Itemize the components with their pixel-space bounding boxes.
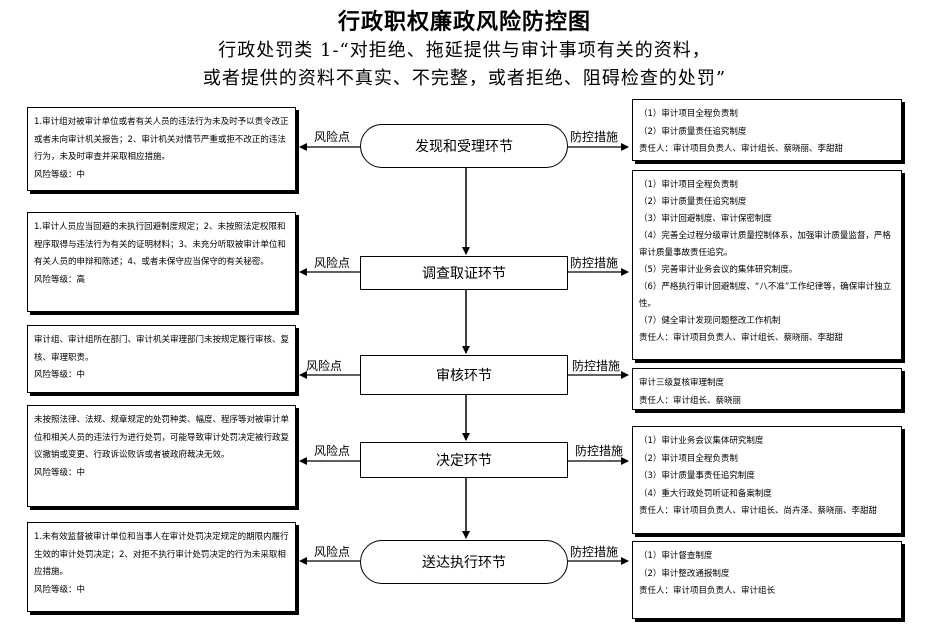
- risk-label: 风险点: [314, 444, 351, 458]
- control-item: 审计三级复核审理制度: [639, 378, 725, 388]
- control-item: （4）完善全过程分级审计质量控制体系，加强审计质量监督，严格审计质量事故责任追究…: [639, 231, 891, 258]
- risk-box-5: 1.未有效监督被审计单位和当事人在审计处罚决定规定的期限内履行生效的审计处罚决定…: [27, 522, 296, 612]
- control-item: （2）审计质量责任追究制度: [639, 126, 747, 137]
- control-label: 防控措施: [575, 444, 624, 458]
- control-item: （1）审计业务会议集体研究制度: [639, 436, 764, 446]
- risk-level: 风险等级：中: [34, 584, 86, 595]
- stage-investigation: 调查取证环节: [360, 256, 568, 290]
- risk-text: 审计组、审计组所在部门、审计机关审理部门未按规定履行审核、复核、审理职责。: [34, 335, 290, 363]
- risk-label: 风险点: [314, 256, 351, 270]
- control-item: （3）审计质量事责任追究制度: [639, 471, 755, 481]
- risk-label: 风险点: [314, 545, 351, 559]
- control-responsible: 责任人：审计项目负责人、审计组长、蔡晓丽、李甜甜: [639, 333, 844, 343]
- control-item: （6）严格执行审计回避制度、“八不准”工作纪律等，确保审计独立性。: [639, 282, 892, 309]
- control-item: （2）审计整改通报制度: [639, 568, 730, 579]
- control-box-4: （1）审计业务会议集体研究制度 （2）审计项目全程负责制 （3）审计质量事责任追…: [632, 426, 902, 534]
- risk-label: 风险点: [306, 359, 343, 373]
- control-item: （1）审计项目全程负责制: [639, 109, 738, 119]
- control-responsible: 责任人：审计项目负责人、审计组长、尚卉泽、蔡晓丽、李甜甜: [639, 506, 878, 516]
- control-box-5: （1）审计督查制度 （2）审计整改通报制度 责任人：审计项目负责人、审计组长: [632, 541, 902, 619]
- control-item: （7）健全审计发现问题整改工作机制: [639, 316, 781, 326]
- control-responsible: 责任人：审计项目负责人、审计组长、蔡晓丽、李甜甜: [639, 144, 844, 154]
- control-box-2: （1）审计项目全程负责制 （2）审计质量责任追究制度 （3）审计回避制度、审计保…: [632, 170, 902, 360]
- risk-level: 风险等级：中: [34, 467, 86, 478]
- stage-review: 审核环节: [360, 355, 568, 395]
- control-item: （1）审计项目全程负责制: [639, 180, 738, 190]
- subtitle-line-2: 或者提供的资料不真实、不完整，或者拒绝、阻碍检查的处罚”: [202, 68, 727, 89]
- risk-text: 1.审计人员应当回避的未执行回避制度规定；2、未按照法定权限和程序取得与违法行为…: [34, 222, 286, 267]
- stage-discovery-acceptance: 发现和受理环节: [360, 124, 568, 168]
- control-responsible: 责任人：审计组长、蔡晓丽: [639, 395, 742, 406]
- risk-text: 1.未有效监督被审计单位和当事人在审计处罚决定规定的期限内履行生效的审计处罚决定…: [34, 532, 289, 577]
- control-item: （3）审计回避制度、审计保密制度: [639, 214, 772, 224]
- risk-label: 风险点: [314, 130, 351, 144]
- control-item: （5）完善审计业务会议的集体研究制度。: [639, 265, 798, 275]
- risk-box-3: 审计组、审计组所在部门、审计机关审理部门未按规定履行审核、复核、审理职责。 风险…: [27, 325, 296, 393]
- stage-delivery-execution: 送达执行环节: [360, 540, 568, 584]
- control-item: （4）重大行政处罚听证和备案制度: [639, 488, 772, 499]
- risk-text: 1.审计组对被审计单位或者有关人员的违法行为未及时予以责令改正或者未向审计机关报…: [34, 117, 289, 162]
- control-item: （1）审计督查制度: [639, 551, 713, 561]
- risk-box-2: 1.审计人员应当回避的未执行回避制度规定；2、未按照法定权限和程序取得与违法行为…: [27, 212, 296, 312]
- risk-text: 未按照法律、法规、规章规定的处罚种类、幅度、程序等对被审计单位和相关人员的违法行…: [34, 415, 290, 460]
- risk-level: 风险等级：中: [34, 370, 86, 380]
- control-label: 防控措施: [572, 359, 621, 373]
- control-box-3: 审计三级复核审理制度 责任人：审计组长、蔡晓丽: [632, 368, 902, 410]
- control-label: 防控措施: [570, 545, 619, 559]
- risk-level: 风险等级：高: [34, 274, 86, 285]
- control-label: 防控措施: [570, 256, 619, 270]
- page-title: 行政职权廉政风险防控图: [337, 9, 591, 35]
- risk-box-4: 未按照法律、法规、规章规定的处罚种类、幅度、程序等对被审计单位和相关人员的违法行…: [27, 405, 296, 507]
- subtitle-line-1: 行政处罚类 1-“对拒绝、拖延提供与审计事项有关的资料，: [218, 40, 711, 61]
- control-box-1: （1）审计项目全程负责制 （2）审计质量责任追究制度 责任人：审计项目负责人、审…: [632, 99, 902, 161]
- risk-box-1: 1.审计组对被审计单位或者有关人员的违法行为未及时予以责令改正或者未向审计机关报…: [27, 107, 296, 191]
- control-responsible: 责任人：审计项目负责人、审计组长: [639, 586, 776, 596]
- control-item: （2）审计项目全程负责制: [639, 453, 738, 464]
- control-item: （2）审计质量责任追究制度: [639, 197, 747, 207]
- control-label: 防控措施: [570, 130, 619, 144]
- stage-decision: 决定环节: [360, 442, 568, 478]
- risk-level: 风险等级：中: [34, 169, 86, 180]
